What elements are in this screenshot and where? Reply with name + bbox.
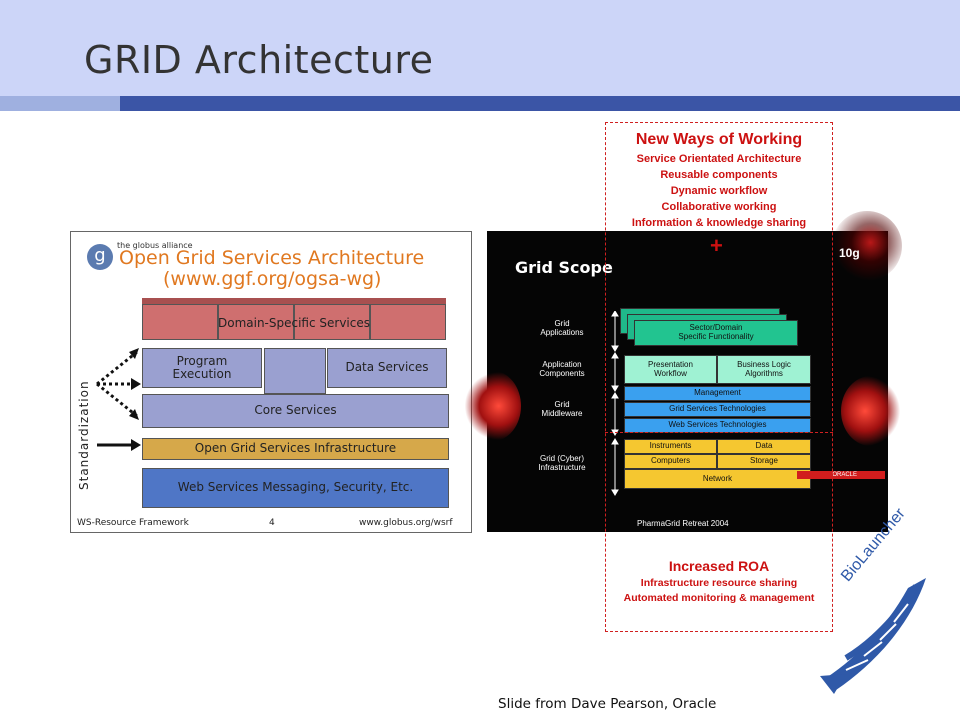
label-grid-applications: Grid Applications [540, 319, 584, 338]
red-glow-left [465, 371, 521, 441]
label-application-components: Application Components [539, 360, 585, 379]
new-ways-item: Service Orientated Architecture [636, 153, 802, 165]
domain-block-2 [218, 304, 294, 340]
instruments-cell: Instruments [624, 439, 717, 454]
oracle-logo-bar: ORACLE [797, 471, 885, 479]
web-services-block: Web Services Messaging, Security, Etc. [142, 468, 449, 508]
layer-arrows-icon [611, 311, 619, 496]
grid-services-tech-cell: Grid Services Technologies [624, 402, 811, 417]
label-grid-middleware: Grid Middleware [541, 400, 583, 419]
core-services-block: Core Services [142, 394, 449, 428]
ogsa-diagram: g the globus alliance Open Grid Services… [70, 231, 472, 533]
ogsa-footer-left: WS-Resource Framework [77, 518, 189, 528]
data-cell: Data [717, 439, 811, 454]
biolauncher-logo-icon [820, 578, 926, 694]
new-ways-item: Information & knowledge sharing [631, 217, 807, 229]
slide-title: GRID Architecture [84, 38, 434, 82]
red-glow-right [841, 376, 901, 446]
domain-block-1 [142, 304, 218, 340]
domain-block-3 [294, 304, 370, 340]
ogsa-url: (www.ggf.org/ogsa-wg) [163, 268, 382, 290]
computers-cell: Computers [624, 454, 717, 469]
roa-item: Infrastructure resource sharing [640, 577, 798, 589]
ogsa-footer-page: 4 [269, 518, 275, 528]
new-ways-item: Dynamic workflow [670, 185, 768, 197]
network-cell: Network [624, 469, 811, 489]
title-underline-accent [0, 96, 120, 111]
management-cell: Management [624, 386, 811, 401]
new-ways-heading: New Ways of Working [635, 131, 803, 148]
ogsa-title: Open Grid Services Architecture [119, 247, 425, 269]
program-execution-block: Program Execution [142, 348, 262, 388]
roa-item: Automated monitoring & management [623, 592, 815, 604]
globus-org-name: the globus alliance [117, 241, 193, 250]
globus-logo-icon: g [87, 244, 113, 270]
red-glow-top [832, 211, 902, 281]
core-connector-block [264, 348, 326, 394]
slide-credit: Slide from Dave Pearson, Oracle [498, 696, 717, 712]
increased-roa-heading: Increased ROA [668, 558, 770, 574]
grid-scope-footer: PharmaGrid Retreat 2004 [637, 519, 729, 528]
slide-header [0, 0, 960, 96]
grid-scope-title: Grid Scope [515, 258, 613, 277]
sector-domain-cell: Sector/Domain Specific Functionality [634, 320, 798, 346]
business-logic-cell: Business Logic Algorithms [717, 355, 811, 384]
oracle-10g-badge: 10g [839, 246, 860, 260]
new-ways-item: Collaborative working [661, 201, 777, 213]
standardization-arrows-icon [96, 348, 141, 451]
presentation-workflow-cell: Presentation Workflow [624, 355, 717, 384]
label-grid-infrastructure: Grid (Cyber) Infrastructure [538, 454, 586, 473]
domain-specific-services-label: Domain-Specific Services [217, 316, 370, 330]
annotation-divider [605, 432, 833, 433]
domain-block-4 [370, 304, 446, 340]
standardization-label: Standardization [77, 380, 91, 490]
data-services-block: Data Services [327, 348, 447, 388]
title-underline-bar [0, 96, 960, 111]
new-ways-item: Reusable components [660, 169, 778, 181]
grid-scope-diagram: Grid Scope 10g Grid Applications Applica… [465, 211, 902, 532]
annotation-dashed-box [605, 122, 833, 632]
domain-block-top [142, 298, 446, 304]
storage-cell: Storage [717, 454, 811, 469]
plus-icon: + [710, 233, 723, 258]
ogsa-footer-url: www.globus.org/wsrf [359, 518, 453, 528]
ogsi-block: Open Grid Services Infrastructure [142, 438, 449, 460]
